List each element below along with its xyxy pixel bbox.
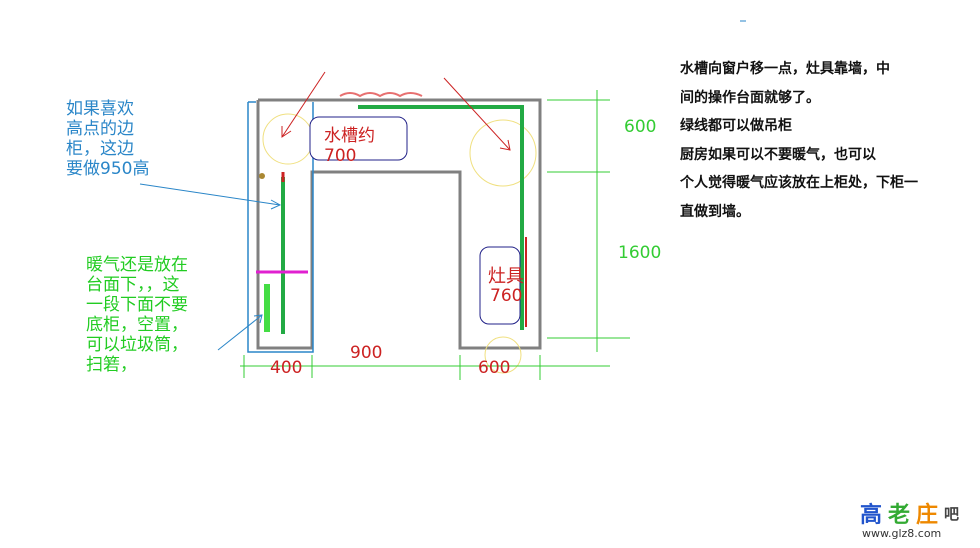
note-line-5: 个人觉得暖气应该放在上柜处，下柜一 [680, 175, 918, 191]
green-top-line [358, 105, 524, 330]
dim-400: 400 [270, 358, 302, 378]
sink-circle [262, 113, 314, 165]
sink-box [309, 116, 408, 161]
note-line-6: 直做到墙。 [680, 204, 750, 220]
logo-glyph-1: 高 [860, 503, 883, 528]
note-line-2: 间的操作台面就够了。 [680, 90, 820, 106]
stove-box [479, 246, 521, 325]
sink-value: 700 [324, 146, 356, 166]
sink-label: 水槽约 [324, 126, 375, 146]
site-logo: 高 老 庄 吧 www.glz8.com [860, 497, 972, 543]
red-arrow-left-head [281, 126, 292, 138]
obscured-top-text [339, 92, 423, 98]
note-line-4: 厨房如果可以不要暖气，也可以 [680, 147, 876, 163]
dim-600-bottom: 600 [478, 358, 510, 378]
red-arrow-right [443, 77, 511, 151]
logo-url: www.glz8.com [862, 527, 942, 540]
small-dot [259, 173, 265, 179]
note-line-3: 绿线都可以做吊柜 [680, 118, 792, 134]
blue-note: 如果喜欢 高点的边 柜，这边 要做950高 [66, 99, 150, 179]
dim-900: 900 [350, 343, 382, 363]
blue-cabinet-outline [247, 102, 314, 353]
logo-glyph-4: 吧 [944, 505, 960, 523]
corner-circle [469, 119, 537, 187]
red-arrow-left [281, 71, 326, 138]
logo-glyph-2: 老 [888, 503, 911, 528]
green-note: 暖气还是放在 台面下，，这 一段下面不要 底柜，空置， 可以垃圾筒， 扫箬， [86, 255, 188, 375]
blue-arrow-bottom-head [253, 314, 263, 324]
dim-600-right: 600 [624, 117, 656, 137]
stove-value: 760 [490, 286, 522, 306]
red-arrow-right-head [499, 139, 511, 151]
blue-arrow-top-head [270, 199, 282, 210]
blue-arrow-bottom [217, 314, 263, 351]
bottom-circle [484, 336, 522, 374]
outer-wall [256, 98, 542, 350]
dim-1600: 1600 [618, 243, 661, 263]
stove-label: 灶具 [488, 266, 524, 287]
note-line-1: 水槽向窗户移一点，灶具靠墙，中 [680, 61, 890, 77]
logo-glyph-3: 庄 [916, 503, 939, 528]
blue-arrow-top [139, 183, 281, 206]
